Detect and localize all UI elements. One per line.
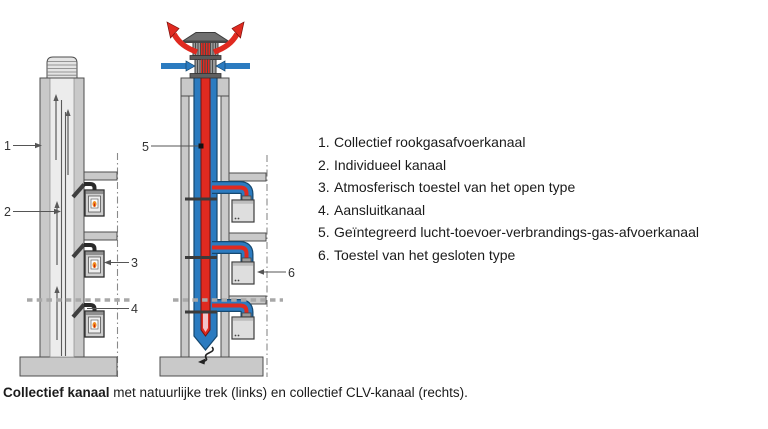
- clv-roof-terminal: [180, 32, 231, 79]
- callout-5: 5: [142, 140, 204, 154]
- legend-item-2: 2. Individueel kanaal: [318, 154, 699, 177]
- legend-label: Atmosferisch toestel van het open type: [334, 179, 576, 195]
- callout-2: 2: [4, 205, 61, 219]
- legend-number: 1.: [318, 134, 330, 150]
- caption-bold: Collectief kanaal: [3, 385, 110, 400]
- svg-text:5: 5: [142, 140, 149, 154]
- legend-number: 5.: [318, 224, 330, 240]
- left-natural-draft-diagram: [19, 56, 119, 377]
- boiler-closed-type-3: [231, 312, 255, 340]
- flue-up-arrow-icons: [53, 94, 71, 340]
- flue-gas-pipe: [200, 41, 211, 337]
- exhaust-red-arrow-icons: [166, 21, 245, 55]
- pipe-clamps: [185, 197, 217, 314]
- chimney-cap-icon: [46, 56, 78, 79]
- legend-label: Toestel van het gesloten type: [334, 246, 516, 263]
- legend-label: Geïntegreerd lucht-toevoer-verbrandings-…: [334, 224, 699, 240]
- boiler-closed-type-2: [231, 257, 255, 285]
- right-clv-diagram: [159, 21, 268, 377]
- svg-text:1: 1: [4, 139, 11, 153]
- legend-item-4: 4. Aansluitkanaal: [318, 199, 699, 222]
- channel-wall-penetrations: [71, 183, 86, 319]
- condensate-drain-icon: [198, 346, 214, 365]
- figure-caption: Collectief kanaal met natuurlijke trek (…: [3, 385, 468, 400]
- caption-rest: met natuurlijke trek (links) en collecti…: [109, 385, 468, 400]
- legend-label: Collectief rookgasafvoerkanaal: [334, 134, 526, 150]
- boiler-closed-type-1: [231, 195, 255, 223]
- legend-number: 4.: [318, 201, 330, 218]
- svg-text:3: 3: [131, 256, 138, 270]
- callout-1: 1: [4, 139, 42, 153]
- individual-channels: [60, 100, 67, 356]
- boiler-open-type-2: [84, 243, 105, 278]
- legend-item-1: 1. Collectief rookgasafvoerkanaal: [318, 131, 699, 154]
- concentric-branch-pipes: [212, 181, 254, 318]
- legend-label: Individueel kanaal: [334, 156, 447, 173]
- svg-text:6: 6: [288, 266, 295, 280]
- legend: 1. Collectief rookgasafvoerkanaal 2. Ind…: [318, 131, 699, 266]
- boiler-open-type-1: [84, 182, 105, 217]
- svg-text:4: 4: [131, 302, 138, 316]
- legend-number: 3.: [318, 179, 330, 195]
- callout-6: 6: [257, 266, 295, 280]
- callout-3: 3: [104, 256, 138, 270]
- pipe-inner-end: [203, 313, 208, 332]
- legend-number: 2.: [318, 156, 330, 173]
- legend-item-5: 5. Geïntegreerd lucht-toevoer-verbrandin…: [318, 221, 699, 244]
- legend-number: 6.: [318, 246, 330, 263]
- chimney-diagram-canvas: 1 2 3 4 5 6: [4, 21, 295, 377]
- legend-item-3: 3. Atmosferisch toestel van het open typ…: [318, 176, 699, 199]
- foundation-right: [159, 356, 264, 377]
- legend-item-6: 6. Toestel van het gesloten type: [318, 244, 699, 267]
- floor-slabs-right: [228, 172, 267, 305]
- foundation-left: [19, 356, 118, 377]
- intake-blue-arrow-icons: [161, 60, 250, 72]
- boiler-open-type-3: [84, 303, 105, 338]
- svg-text:2: 2: [4, 205, 11, 219]
- legend-label: Aansluitkanaal: [334, 201, 426, 218]
- callout-4: 4: [87, 302, 138, 316]
